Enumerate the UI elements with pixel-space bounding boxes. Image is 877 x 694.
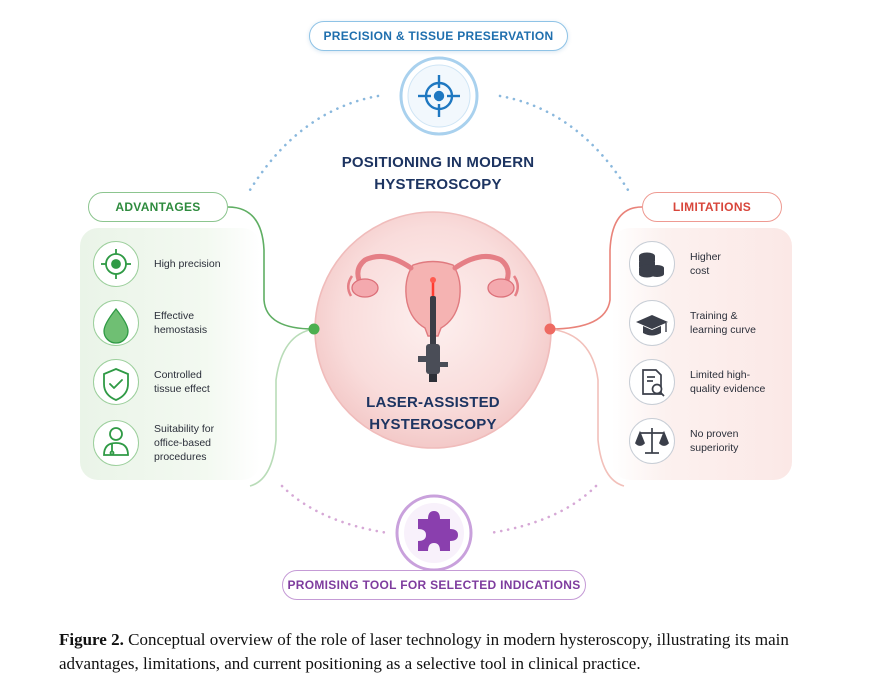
limitation-label-4: No proven superiority — [690, 428, 739, 454]
limitation-item-2: Training & learning curve — [629, 300, 756, 346]
limitation-icon-frame-2 — [629, 300, 675, 346]
diagram-background — [227, 94, 643, 535]
limitation-icon-frame-1 — [629, 241, 675, 287]
advantage-item-3: Controlled tissue effect — [93, 359, 210, 405]
limitation-label-2: Training & learning curve — [690, 310, 756, 336]
limitations-connector — [549, 206, 643, 330]
caption-label: Figure 2. — [59, 630, 124, 649]
advantage-icon-frame-2 — [93, 300, 139, 346]
limitations-pill: LIMITATIONS — [642, 192, 782, 222]
advantage-label-3: Controlled tissue effect — [154, 369, 210, 395]
positioning-heading: POSITIONING IN MODERN HYSTEROSCOPY — [318, 152, 558, 196]
laser-heading-line2: HYSTEROSCOPY — [369, 416, 497, 433]
limitation-item-3: Limited high- quality evidence — [629, 359, 765, 405]
advantage-label-4: Suitability for office-based procedures — [154, 423, 215, 463]
limitation-item-4: No proven superiority — [629, 418, 738, 464]
dotted-arc-top-right — [498, 94, 630, 192]
positioning-heading-line2: HYSTEROSCOPY — [374, 176, 502, 193]
advantage-item-4: Suitability for office-based procedures — [93, 420, 214, 466]
limitation-label-1: Higher cost — [690, 251, 721, 277]
limitation-icon-frame-3 — [629, 359, 675, 405]
laser-heading: LASER-ASSISTED HYSTEROSCOPY — [333, 392, 533, 436]
caption-text: Conceptual overview of the role of laser… — [59, 630, 789, 673]
laser-heading-line1: LASER-ASSISTED — [366, 394, 500, 411]
advantage-label-1: High precision — [154, 258, 221, 270]
limitation-icon-frame-4 — [629, 418, 675, 464]
advantage-item-2: Effective hemostasis — [93, 300, 207, 346]
positioning-heading-line1: POSITIONING IN MODERN — [341, 154, 535, 171]
advantage-icon-frame-4 — [93, 420, 139, 466]
promising-tool-pill: PROMISING TOOL FOR SELECTED INDICATIONS — [282, 570, 586, 600]
advantages-connector — [227, 206, 315, 330]
advantage-icon-frame-1 — [93, 241, 139, 287]
dotted-arc-bottom-right — [488, 484, 598, 535]
limitation-label-3: Limited high- quality evidence — [690, 369, 766, 395]
advantages-lower-arc — [249, 328, 315, 487]
advantages-pill: ADVANTAGES — [88, 192, 228, 222]
dotted-arc-bottom-left — [280, 484, 390, 535]
limitations-lower-arc — [549, 328, 625, 487]
advantage-item-1: High precision — [93, 241, 221, 287]
laser-hysteroscopy-diagram: High precision Effective hemostasis Cont… — [80, 21, 792, 600]
precision-pill: PRECISION & TISSUE PRESERVATION — [309, 21, 568, 51]
limitation-item-1: Higher cost — [629, 241, 721, 287]
advantage-label-2: Effective hemostasis — [154, 310, 208, 336]
dotted-arc-top-left — [248, 94, 380, 192]
advantage-icon-frame-3 — [93, 359, 139, 405]
figure-caption: Figure 2. Conceptual overview of the rol… — [59, 628, 869, 676]
